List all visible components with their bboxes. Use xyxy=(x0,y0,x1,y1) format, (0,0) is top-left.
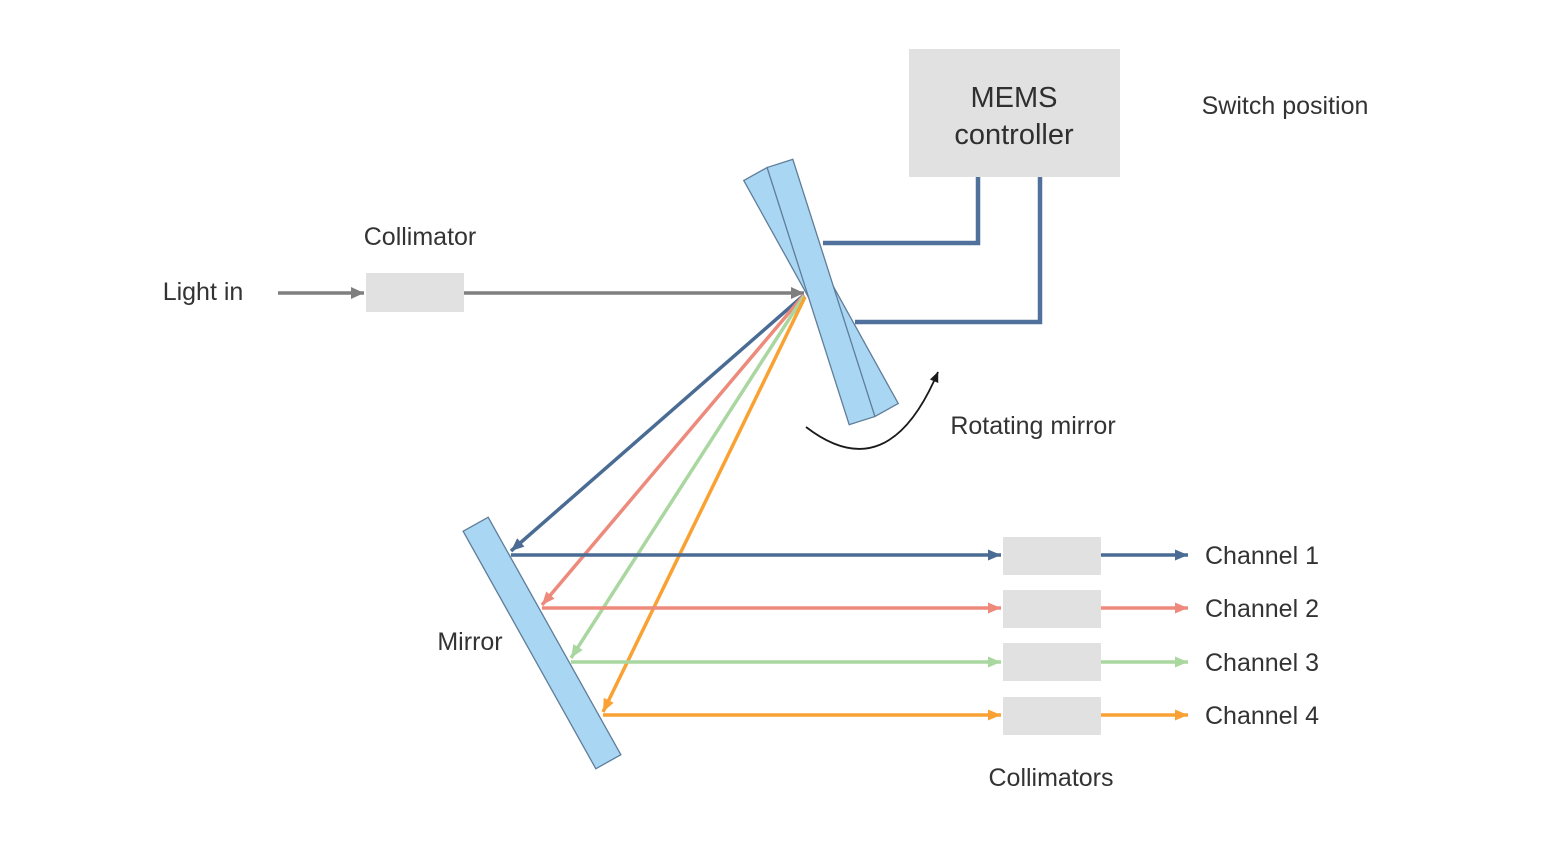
channel-4-collimator-box xyxy=(1003,697,1101,735)
channel-3-label: Channel 3 xyxy=(1205,649,1319,677)
rotating-mirror-blade-2 xyxy=(766,158,876,426)
output-collimators-label: Collimators xyxy=(988,764,1113,792)
beam-channel-2 xyxy=(540,293,806,607)
channel-row-2: Channel 2 xyxy=(542,590,1319,628)
light-in-label: Light in xyxy=(163,278,244,306)
mems-controller-label-line1: MEMS xyxy=(971,82,1058,114)
channel-1-label: Channel 1 xyxy=(1205,542,1319,570)
rotation-arrow xyxy=(805,371,939,450)
channel-3-collimator-box xyxy=(1003,643,1101,681)
channel-2-collimator-box xyxy=(1003,590,1101,628)
channel-row-1: Channel 1 xyxy=(511,537,1319,575)
beam-channel-1 xyxy=(509,293,806,553)
channel-row-3: Channel 3 xyxy=(571,643,1319,681)
switch-position-label: Switch position xyxy=(1202,92,1369,120)
control-wire-2 xyxy=(855,177,1043,325)
beam-channel-4 xyxy=(601,296,807,713)
channel-1-collimator-box xyxy=(1003,537,1101,575)
input-collimator-label: Collimator xyxy=(364,223,477,251)
fold-mirror xyxy=(462,516,622,770)
rotating-mirror xyxy=(742,158,900,426)
channel-4-label: Channel 4 xyxy=(1205,702,1319,730)
beam-channel-3 xyxy=(569,295,806,659)
mems-controller-label-line2: controller xyxy=(954,119,1074,151)
channel-row-4: Channel 4 xyxy=(603,697,1319,735)
control-wire-1 xyxy=(823,177,981,246)
mems-controller-box xyxy=(909,49,1120,177)
channel-2-label: Channel 2 xyxy=(1205,595,1319,623)
input-collimator-box xyxy=(366,273,464,312)
rotating-mirror-label: Rotating mirror xyxy=(950,412,1115,440)
mirror-label: Mirror xyxy=(437,628,502,656)
